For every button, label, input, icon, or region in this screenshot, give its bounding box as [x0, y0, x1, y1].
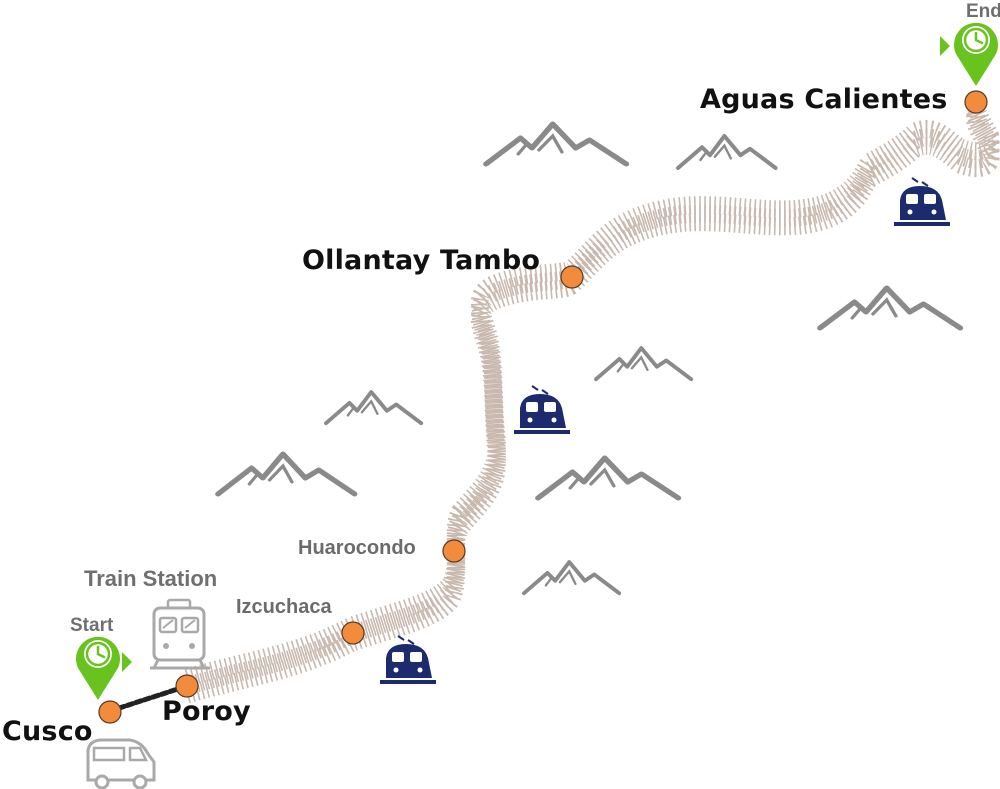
- transfer-connector: [107, 683, 190, 714]
- train-icon: [379, 635, 437, 685]
- end-label: End: [966, 1, 1000, 22]
- mountain-icon: [522, 560, 622, 596]
- mountain-icon: [486, 124, 626, 164]
- station-dot-aguascalientes: [964, 90, 988, 114]
- station-label-ollantaytambo: Ollantay Tambo: [302, 245, 541, 276]
- mountain-icon: [218, 454, 355, 494]
- mountain-icon: [324, 390, 424, 426]
- train-station-icon: [150, 598, 210, 670]
- station-label-aguascalientes: Aguas Calientes: [700, 84, 948, 115]
- station-dot-ollantaytambo: [560, 265, 584, 289]
- station-label-poroy: Poroy: [162, 696, 251, 727]
- station-dot-poroy: [175, 674, 199, 698]
- station-label-cusco: Cusco: [2, 716, 93, 747]
- start-pin-icon: [74, 635, 132, 702]
- train-icon: [893, 177, 951, 227]
- station-label-izcuchaca: Izcuchaca: [236, 596, 332, 618]
- train-station-label: Train Station: [84, 566, 218, 591]
- train-icon: [513, 385, 571, 435]
- station-dot-huarocondo: [442, 539, 466, 563]
- mountain-icon: [594, 346, 694, 382]
- mountain-icon: [538, 458, 678, 498]
- station-label-huarocondo: Huarocondo: [298, 537, 416, 559]
- mountain-icon: [820, 288, 960, 328]
- station-dots: [98, 90, 988, 724]
- station-dot-cusco: [98, 700, 122, 724]
- van-icon: [86, 738, 156, 789]
- start-label: Start: [70, 615, 114, 636]
- end-pin-icon: [940, 21, 1000, 88]
- mountain-icon: [678, 136, 776, 168]
- station-dot-izcuchaca: [341, 621, 365, 645]
